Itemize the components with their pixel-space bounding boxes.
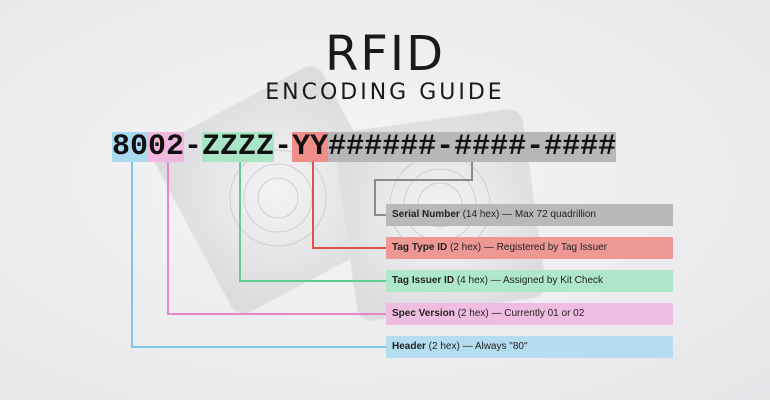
code-segment-header: 80	[112, 130, 149, 164]
connector-header	[131, 162, 386, 348]
rfid-code-format: 8002-ZZZZ-YY######-####-####	[112, 130, 617, 164]
code-separator: -	[184, 130, 203, 164]
connector-serial-number	[374, 162, 473, 216]
connector-tag-issuer-id	[239, 162, 386, 282]
code-segment-spec-version: 02	[148, 130, 185, 164]
page-title: RFID	[324, 26, 446, 82]
label-header: Header (2 hex) — Always "80"	[386, 336, 673, 358]
code-separator: -	[274, 130, 293, 164]
connector-spec-version	[167, 162, 386, 315]
label-tag-issuer-id: Tag Issuer ID (4 hex) — Assigned by Kit …	[386, 270, 673, 292]
code-segment-tag-issuer-id: ZZZZ	[202, 130, 275, 164]
label-spec-version: Spec Version (2 hex) — Currently 01 or 0…	[386, 303, 673, 325]
label-tag-type-id: Tag Type ID (2 hex) — Registered by Tag …	[386, 237, 673, 259]
code-segment-serial-number: ######-####-####	[328, 130, 617, 164]
connector-tag-type-id	[312, 162, 386, 249]
page-subtitle: ENCODING GUIDE	[265, 80, 505, 105]
label-serial-number: Serial Number (14 hex) — Max 72 quadrill…	[386, 204, 673, 226]
code-segment-tag-type-id: YY	[292, 130, 329, 164]
